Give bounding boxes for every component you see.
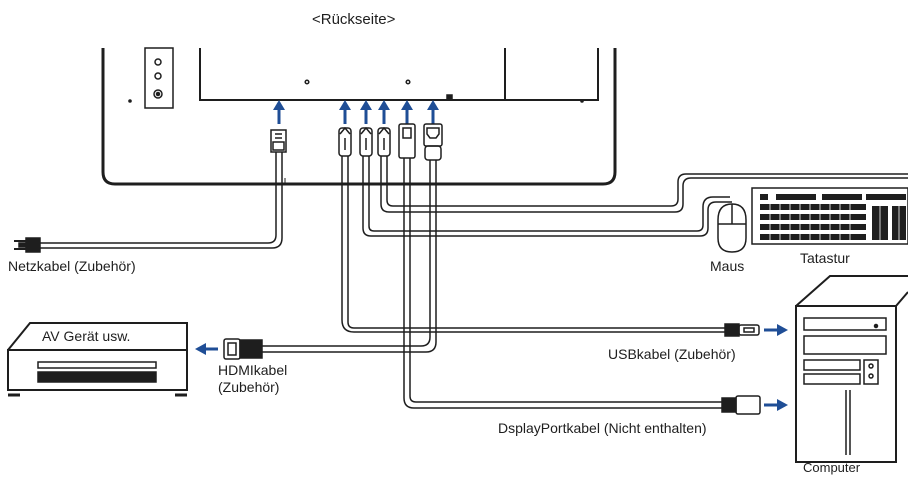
power-cable-label: Netzkabel (Zubehör) [8, 258, 136, 274]
av-device [7, 322, 188, 397]
mouse-icon [717, 203, 747, 253]
power-plug-icon [14, 237, 41, 253]
page-title: <Rückseite> [312, 11, 396, 28]
hdmi-cable-label-sub: (Zubehör) [218, 379, 280, 395]
displayport-cable [398, 123, 761, 415]
right-arrow-icons [764, 324, 788, 411]
usb-cable-mouse [359, 126, 732, 237]
mouse-label: Maus [710, 258, 745, 274]
usb-cable-computer [338, 126, 760, 337]
monitor-back [101, 47, 617, 186]
keyboard-label: Tatastur [800, 250, 850, 266]
computer-icon [795, 275, 908, 463]
av-device-label: AV Gerät usw. [42, 328, 131, 344]
left-arrow-icon [195, 343, 218, 355]
usb-cable-keyboard [377, 126, 908, 213]
hdmi-cable-label: HDMIkabel [218, 362, 288, 378]
displayport-cable-label: DsplayPortkabel (Nicht enthalten) [498, 420, 707, 436]
keyboard-icon [751, 187, 908, 245]
displayport-connector-icon [721, 395, 761, 415]
hdmi-cable [223, 123, 443, 360]
up-arrow-icons [273, 100, 439, 124]
power-cable [14, 129, 287, 253]
hdmi-connector-icon [223, 338, 263, 360]
usb-cable-label: USBkabel (Zubehör) [608, 346, 736, 362]
computer-label: Computer [803, 460, 861, 475]
usb-connector-icon [724, 323, 760, 337]
